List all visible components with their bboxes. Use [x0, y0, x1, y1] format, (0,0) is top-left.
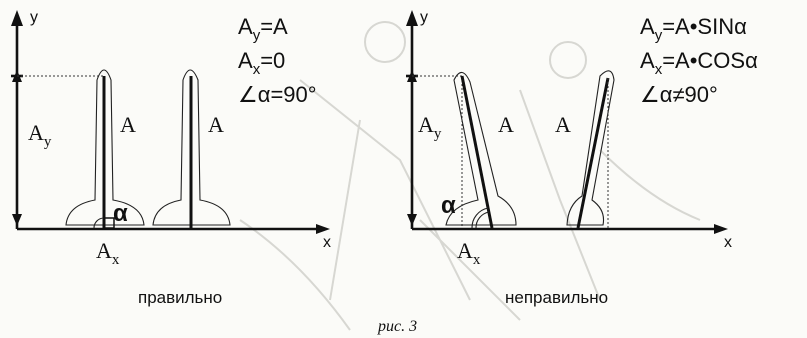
right-angle-mark [103, 217, 115, 229]
a-label-right-right: A [555, 112, 571, 137]
x-axis-label-right: x [724, 234, 732, 251]
ax-label: Ax [96, 238, 120, 268]
pen-outline-4 [566, 70, 615, 226]
figure-caption: рис. 3 [377, 318, 417, 335]
ay-label: Ay [28, 120, 52, 150]
pen-outline-2 [152, 69, 231, 226]
formula-ay-right: Ay=A•SINα [640, 14, 747, 44]
ax-label-right: Ax [457, 238, 481, 268]
formula-ax-right: Ax=A•COSα [640, 48, 758, 78]
y-axis-label-right: y [420, 9, 428, 26]
correct-panel: y x Ay A A α Ax Ay=A Ax=0 [11, 9, 331, 307]
formula-angle-right: ∠α≠90° [640, 82, 718, 107]
alpha-label: α [113, 200, 128, 227]
formula-ay: Ay=A [238, 14, 288, 44]
angle-arc-right-2 [471, 207, 489, 229]
a-label-left: A [120, 112, 136, 137]
ay-arrow-down [12, 214, 22, 226]
y-axis-label: y [30, 9, 38, 26]
x-axis-label: x [323, 234, 331, 251]
angle-arc [93, 217, 105, 229]
pen-outline-3 [445, 71, 517, 226]
formula-ax: Ax=0 [238, 48, 285, 78]
x-axis-arrow [316, 224, 330, 234]
ay-arrow-down-right [407, 214, 417, 226]
vector-a-3 [460, 75, 494, 229]
background-sketch [239, 21, 701, 331]
incorrect-panel: y x Ay A A α Ax Ay=A•SINα Ax=A•COSα ∠α≠9 [406, 9, 758, 307]
vector-a-4 [576, 77, 610, 229]
formula-angle: ∠α=90° [238, 82, 317, 107]
y-axis-arrow [11, 10, 23, 26]
angle-arc-right [475, 211, 490, 229]
caption-correct: правильно [138, 288, 222, 307]
x-axis-arrow-right [714, 224, 728, 234]
a-label-left-right: A [498, 112, 514, 137]
alpha-label-right: α [441, 192, 456, 219]
y-axis-arrow-right [406, 10, 418, 26]
pen-outline-1 [65, 69, 145, 226]
ay-label-right: Ay [418, 112, 442, 142]
a-label-right: A [208, 112, 224, 137]
caption-incorrect: неправильно [505, 288, 608, 307]
